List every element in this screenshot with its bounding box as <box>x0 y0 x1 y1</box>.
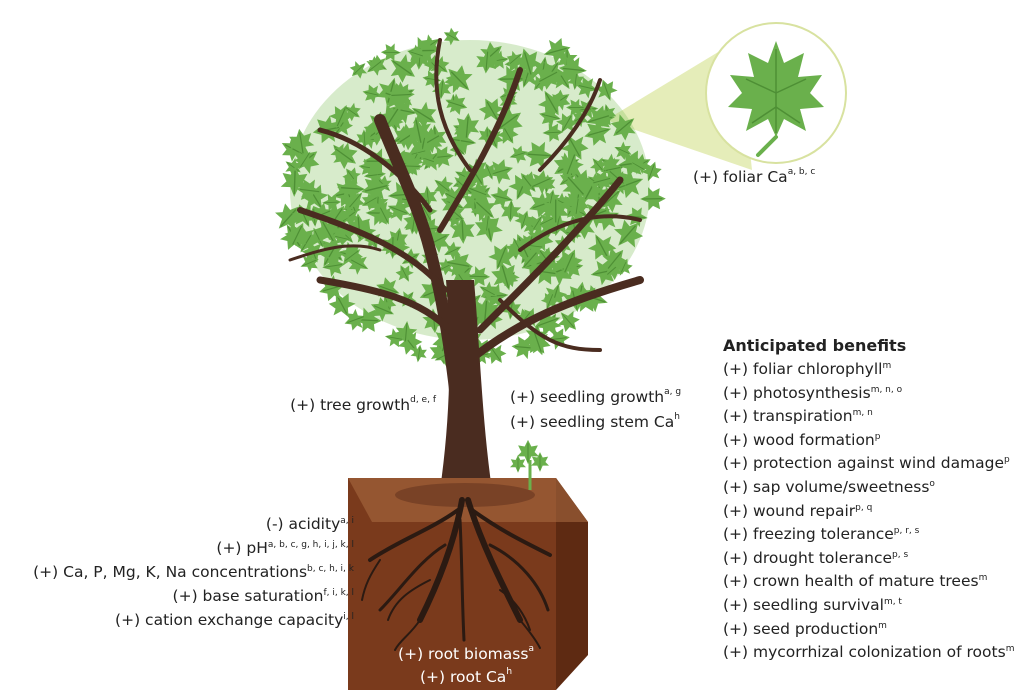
magnified-leaf-icon <box>728 41 824 157</box>
root-biomass-label: (+) root biomassa <box>398 643 534 663</box>
benefit-item: (+) drought tolerancep, s <box>723 548 909 567</box>
tree-roots <box>361 497 552 651</box>
anticipated-benefits-list: Anticipated benefits (+) foliar chloroph… <box>723 336 1014 665</box>
tree-branches <box>288 38 644 476</box>
seedling-growth-label: (+) seedling growtha, g <box>510 386 682 406</box>
benefit-item: (+) protection against wind damagep <box>723 454 1010 473</box>
soil-effects-list: (-) aciditya, i (+) pHa, b, c, g, h, i, … <box>33 513 354 633</box>
soil-block-side <box>556 478 588 690</box>
benefit-item: (+) photosynthesism, n, o <box>723 383 903 402</box>
tree-growth-label: (+) tree growthd, e, f <box>290 394 436 414</box>
soil-effect-cec: (+) cation exchange capacityi, l <box>115 611 354 629</box>
benefit-item: (+) wood formationp <box>723 430 881 449</box>
benefit-item: (+) sap volume/sweetnesso <box>723 477 935 496</box>
seedling-stem-ca-label: (+) seedling stem Cah <box>510 411 680 431</box>
benefit-item: (+) freezing tolerancep, r, s <box>723 525 920 544</box>
tree-trunk <box>440 280 492 490</box>
soil-effect-concentrations: (+) Ca, P, Mg, K, Na concentrationsb, c,… <box>33 563 354 581</box>
soil-effect-base-saturation: (+) base saturationf, i, k, l <box>172 587 354 605</box>
benefit-item: (+) seed productionm <box>723 619 887 638</box>
benefit-item: (+) wound repairp, q <box>723 501 873 520</box>
seedling-icon <box>509 439 550 490</box>
foliar-ca-label: (+) foliar Caa, b, c <box>693 166 816 186</box>
benefit-item: (+) crown health of mature treesm <box>723 572 988 591</box>
benefit-item: (+) foliar chlorophyllm <box>723 360 892 378</box>
soil-effect-acidity: (-) aciditya, i <box>265 515 354 533</box>
benefits-title: Anticipated benefits <box>723 336 907 355</box>
benefit-item: (+) seedling survivalm, t <box>723 595 902 614</box>
benefit-item: (+) transpirationm, n <box>723 407 873 426</box>
root-ca-label: (+) root Cah <box>419 666 513 686</box>
benefit-item: (+) mycorrhizal colonization of rootsm <box>723 643 1015 662</box>
soil-effect-ph: (+) pHa, b, c, g, h, i, j, k, l <box>216 539 354 557</box>
